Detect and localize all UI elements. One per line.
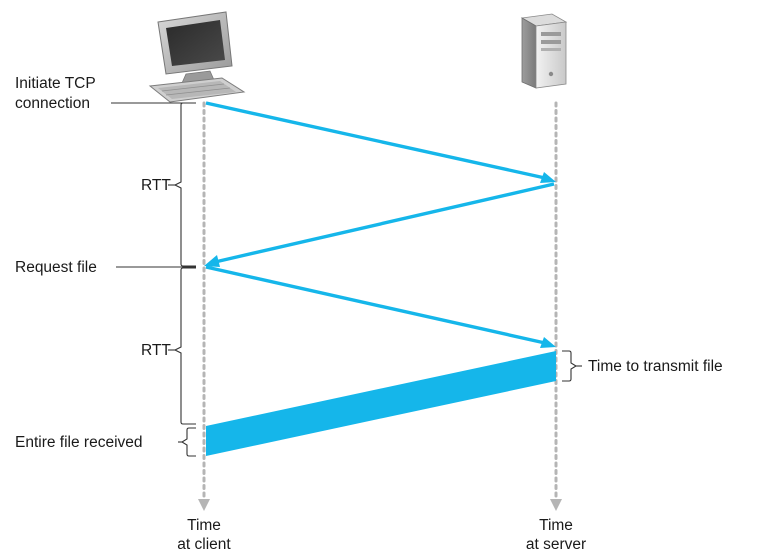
time-to-transmit-label: Time to transmit file — [588, 358, 723, 375]
initiate-label-line1: Initiate TCP — [15, 75, 96, 92]
client-timeline-arrowhead — [198, 499, 210, 511]
client-time-label-line1: Time — [187, 517, 221, 534]
synack-arrow — [204, 182, 555, 267]
rtt-brace-first — [173, 102, 196, 267]
syn-arrow — [205, 101, 556, 183]
entire-file-received-label: Entire file received — [15, 434, 143, 451]
file-received-brace — [180, 427, 196, 457]
tower-server-icon — [520, 13, 568, 89]
server-time-label-line2: at server — [526, 536, 586, 552]
rtt-brace-second — [173, 267, 196, 425]
request-arrow — [205, 265, 556, 348]
transmit-time-brace — [562, 350, 578, 382]
server-timeline-arrowhead — [550, 499, 562, 511]
rtt-label-second: RTT — [141, 342, 171, 359]
desktop-computer-icon — [148, 11, 246, 103]
client-time-label-line2: at client — [177, 536, 231, 552]
request-file-label: Request file — [15, 259, 97, 276]
rtt-label-first: RTT — [141, 177, 171, 194]
initiate-label-line2: connection — [15, 95, 90, 112]
server-time-label-line1: Time — [539, 517, 573, 534]
file-transfer-band — [206, 351, 556, 456]
